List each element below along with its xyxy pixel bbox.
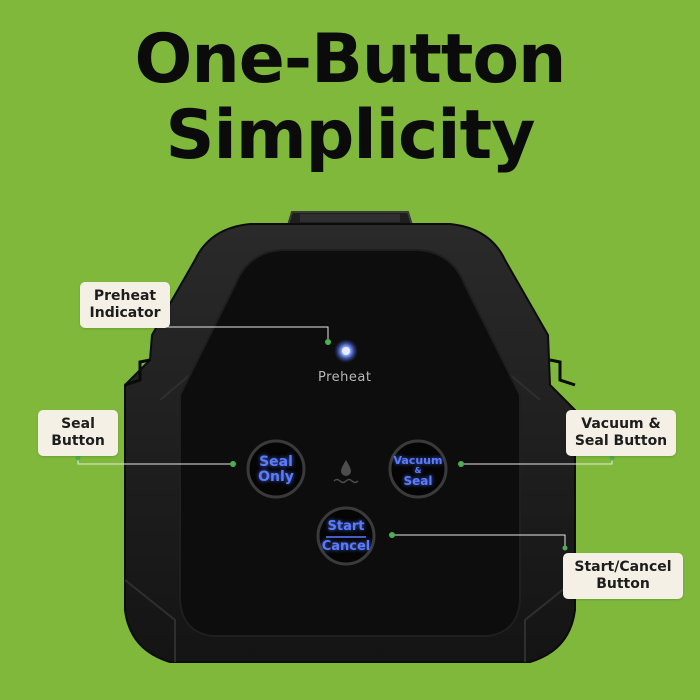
- headline-line-1: One-Button: [134, 20, 567, 99]
- preheat-led: [342, 347, 350, 355]
- vacuum-seal-line-2: &: [414, 466, 422, 475]
- vacuum-seal-button[interactable]: Vacuum & Seal: [390, 454, 446, 488]
- vacuum-seal-button-ring: [388, 439, 448, 499]
- seal-only-button[interactable]: Seal Only: [248, 455, 304, 485]
- leader-dot-preheat: [325, 339, 331, 345]
- headline-line-2: Simplicity: [165, 96, 536, 175]
- control-panel: [179, 249, 521, 637]
- callout-vacuum-line-2: Seal Button: [574, 433, 668, 449]
- callout-seal-line-2: Button: [51, 433, 105, 449]
- callout-start-cancel-button: Start/Cancel Button: [563, 553, 683, 599]
- seal-only-button-ring: [246, 439, 306, 499]
- callout-vacuum-line-1: Vacuum &: [581, 416, 661, 432]
- callout-preheat-indicator: Preheat Indicator: [80, 282, 170, 328]
- preheat-label: Preheat: [318, 370, 372, 385]
- vacuum-seal-line-1: Vacuum: [393, 454, 443, 467]
- callout-start-line-2: Button: [596, 576, 650, 592]
- seal-only-line-2: Only: [258, 469, 294, 485]
- callout-start-line-1: Start/Cancel: [574, 559, 672, 575]
- callout-seal-button: Seal Button: [38, 410, 118, 456]
- callout-preheat-line-2: Indicator: [89, 305, 161, 321]
- callout-vacuum-seal-button: Vacuum & Seal Button: [566, 410, 676, 456]
- start-cancel-line-2: Cancel: [321, 539, 371, 554]
- start-cancel-button-ring: [316, 506, 376, 566]
- seal-only-line-1: Seal: [259, 454, 293, 470]
- water-drop-icon: [333, 460, 359, 484]
- start-cancel-line-1: Start: [327, 519, 365, 534]
- callout-preheat-line-1: Preheat: [93, 288, 157, 304]
- callout-seal-line-1: Seal: [61, 416, 95, 432]
- start-cancel-button[interactable]: Start Cancel: [318, 517, 374, 557]
- leader-dot-seal: [230, 461, 236, 467]
- headline: One-Button Simplicity: [0, 22, 700, 174]
- leader-dot-vacuum: [458, 461, 464, 467]
- vacuum-seal-line-3: Seal: [403, 474, 433, 488]
- leader-dot-start: [389, 532, 395, 538]
